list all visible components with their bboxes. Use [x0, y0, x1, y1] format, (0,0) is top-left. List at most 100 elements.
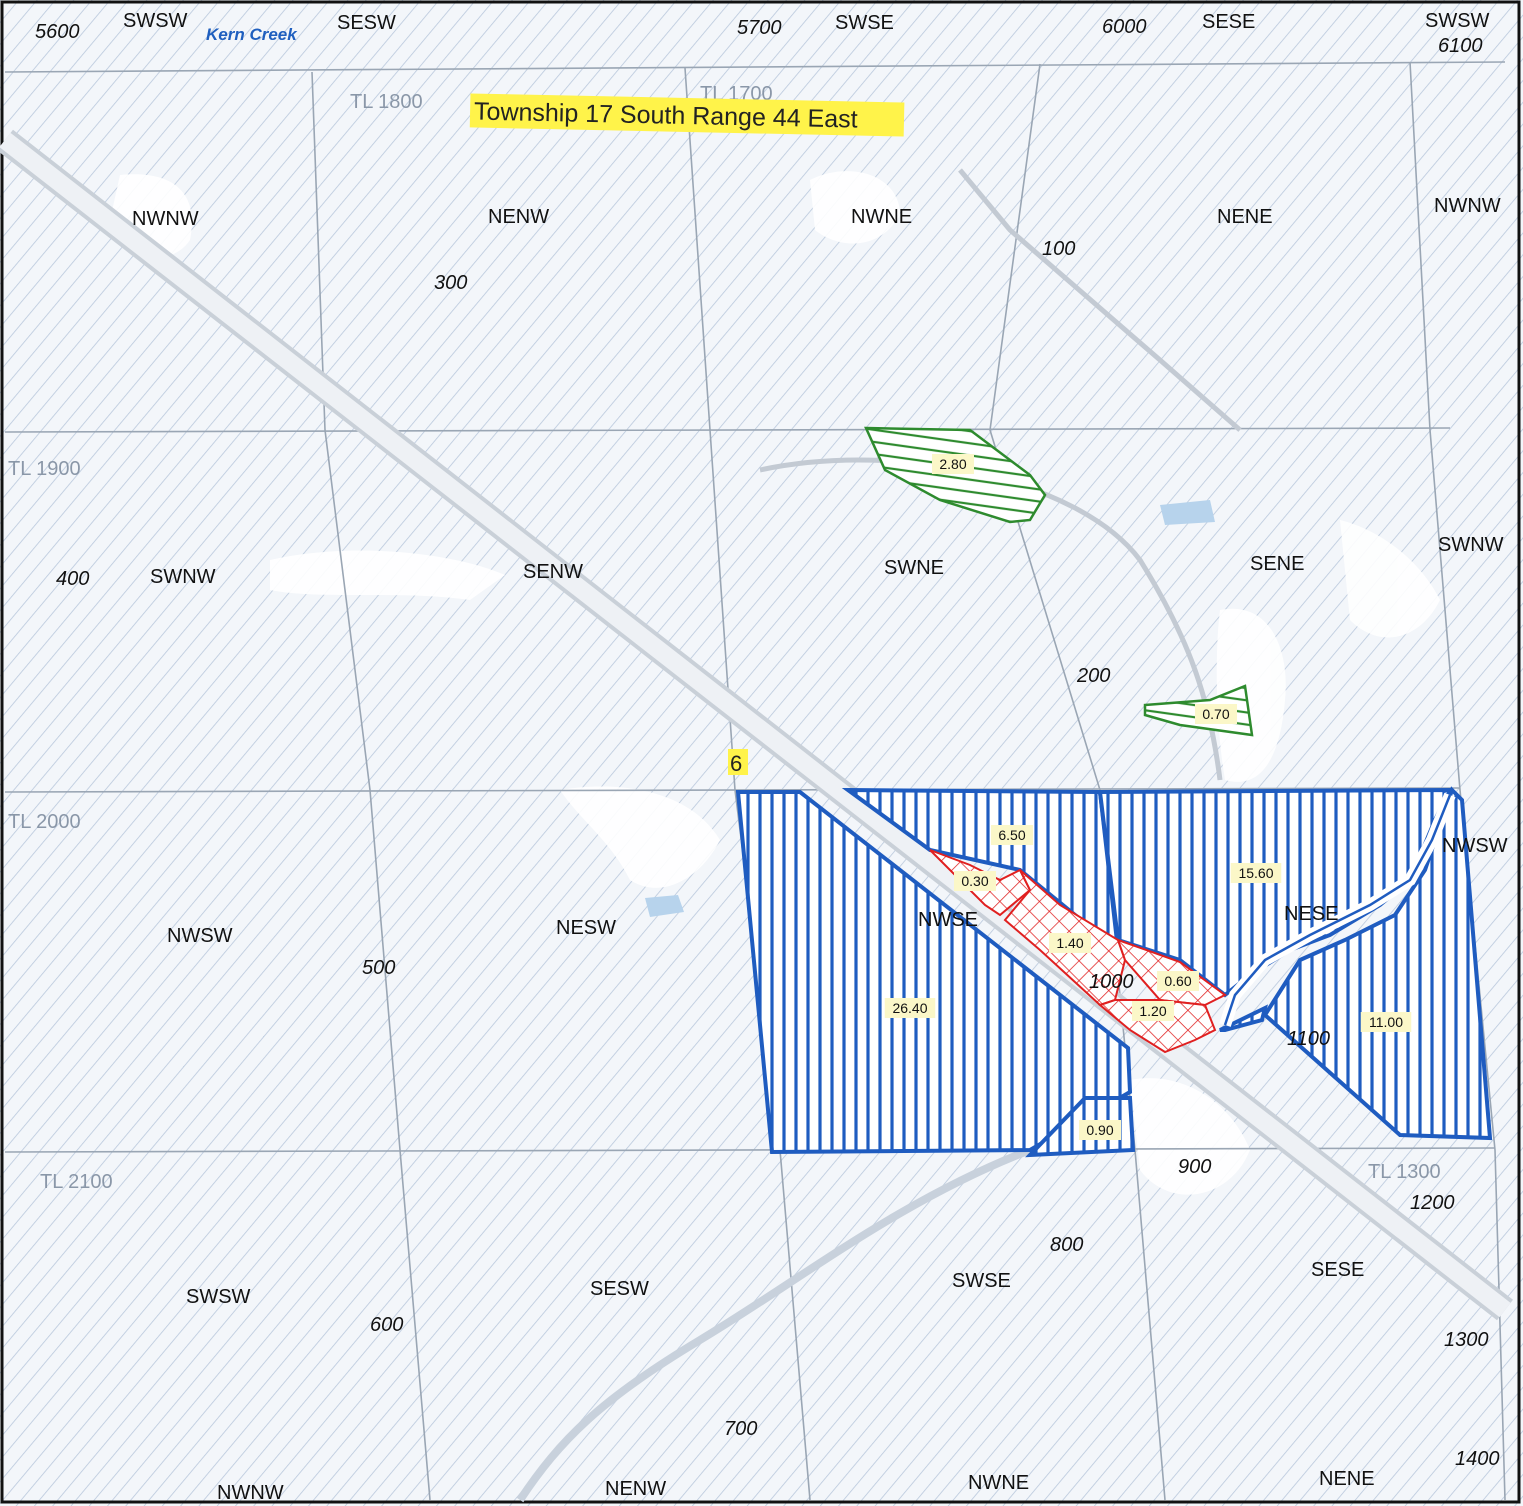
acreage-box: [1079, 1120, 1121, 1140]
quarter-label-q-sese: SESE: [1311, 1259, 1364, 1281]
edge-label-t-5600: 5600: [35, 21, 80, 43]
quarter-label-q-nene: NENE: [1217, 206, 1273, 228]
acreage-value: 11.00: [1369, 1014, 1403, 1030]
acreage-box: [1049, 933, 1091, 953]
title-highlight: [469, 93, 905, 137]
wetland-parcel-2-80[interactable]: [864, 426, 1047, 524]
quarter-label-q-nwse: NWSE: [918, 909, 978, 931]
tax-lot-n-900: 900: [1178, 1156, 1211, 1178]
quarter-label-q-nwne-b: NWNE: [968, 1472, 1029, 1494]
acreage-box: [1195, 704, 1237, 724]
section-lines: [4, 61, 1506, 1501]
quarter-label-q-swnw-e: SWNW: [1438, 534, 1504, 556]
quarter-label-q-nwnw: NWNW: [132, 208, 199, 230]
acreage-value: 15.60: [1238, 865, 1273, 881]
quarter-label-q-nwnw-e: NWNW: [1434, 195, 1501, 217]
acreage-label-a-6-50: 6.50: [991, 825, 1033, 845]
acreage-label-a-26-40: 26.40: [884, 998, 936, 1018]
faint-label-f-tl2100: TL 2100: [40, 1171, 113, 1193]
cleared-areas: [110, 171, 1440, 1195]
quarter-label-q-nwsw-e: NWSW: [1442, 835, 1508, 857]
tax-lot-n-200: 200: [1076, 665, 1110, 687]
tax-lot-n-1200: 1200: [1410, 1192, 1455, 1214]
quarter-label-q-swsw: SWSW: [186, 1286, 251, 1308]
acreage-value: 1.40: [1056, 935, 1083, 951]
section-highlight: [728, 749, 748, 775]
acreage-label-a-0-60: 0.60: [1157, 971, 1199, 991]
section-number: 6: [730, 751, 742, 776]
tax-lot-n-1000: 1000: [1089, 971, 1134, 993]
acreage-value: 1.20: [1139, 1003, 1166, 1019]
tax-lot-n-700: 700: [724, 1418, 757, 1440]
acreage-value: 26.40: [892, 1000, 927, 1016]
faint-label-f-tl1300: TL 1300: [1368, 1161, 1441, 1183]
faint-label-f-tl2000: TL 2000: [8, 811, 81, 833]
tax-lot-n-600: 600: [370, 1314, 403, 1336]
quarter-label-q-senw: SENW: [523, 561, 583, 583]
field-parcel-11-00[interactable]: [1262, 786, 1493, 1141]
township-title: Township 17 South Range 44 East: [469, 93, 905, 137]
tax-lot-n-100: 100: [1042, 238, 1075, 260]
quarter-label-q-sesw: SESW: [590, 1278, 649, 1300]
acreage-value: 6.50: [998, 827, 1025, 843]
disturbed-parcel-1-20[interactable]: [1097, 999, 1217, 1054]
acreage-label-a-0-70: 0.70: [1195, 704, 1237, 724]
acreage-value: 0.60: [1164, 973, 1191, 989]
acreage-box: [1230, 863, 1282, 883]
acreage-label-a-11-00: 11.00: [1360, 1012, 1412, 1032]
quarter-label-q-nenw-b: NENW: [605, 1478, 666, 1500]
tax-lot-n-300: 300: [434, 272, 467, 294]
quarter-label-q-swse: SWSE: [952, 1270, 1011, 1292]
quarter-label-q-nwne: NWNE: [851, 206, 912, 228]
quarter-label-q-nesw: NESW: [556, 917, 616, 939]
quarter-label-q-swnw: SWNW: [150, 566, 216, 588]
creek-label: Kern Creek: [206, 25, 298, 44]
creek-bank: [1223, 794, 1452, 1026]
acreage-value: 0.30: [961, 873, 988, 889]
field-parcel-26-40[interactable]: [735, 790, 1133, 1155]
edge-label-t-swsw2: SWSW: [1425, 10, 1490, 32]
acreage-label-a-0-30: 0.30: [954, 871, 996, 891]
pond-2: [1160, 500, 1215, 525]
quarter-label-q-nwnw-b: NWNW: [217, 1482, 284, 1504]
acreage-label-a-2-80: 2.80: [932, 454, 974, 474]
tax-lot-n-800: 800: [1050, 1234, 1083, 1256]
acreage-label-a-15-60: 15.60: [1230, 863, 1282, 883]
acreage-box: [884, 998, 936, 1018]
creek-channel: [516, 1146, 1032, 1503]
quarter-label-q-nese: NESE: [1284, 903, 1338, 925]
acreage-box: [991, 825, 1033, 845]
acreage-box: [1157, 971, 1199, 991]
quarter-label-q-swne: SWNE: [884, 557, 944, 579]
highway-road: [0, 129, 1513, 1321]
edge-label-t-sesw: SESW: [337, 12, 396, 34]
edge-label-t-5700: 5700: [737, 17, 782, 39]
edge-label-t-swsw: SWSW: [123, 10, 188, 32]
acreage-box: [1132, 1001, 1174, 1021]
acreage-box: [954, 871, 996, 891]
acreage-box: [1360, 1012, 1412, 1032]
quarter-label-q-nwsw: NWSW: [167, 925, 233, 947]
edge-label-t-6100: 6100: [1438, 35, 1483, 57]
quarter-label-q-sene: SENE: [1250, 553, 1304, 575]
tax-lot-n-1400: 1400: [1455, 1448, 1500, 1470]
edge-label-t-6000: 6000: [1102, 16, 1147, 38]
faint-label-f-tl1900: TL 1900: [8, 458, 81, 480]
tax-lot-n-400: 400: [56, 568, 89, 590]
tax-lot-n-1100: 1100: [1287, 1028, 1330, 1050]
acreage-label-a-1-20: 1.20: [1132, 1001, 1174, 1021]
acreage-value: 0.70: [1202, 706, 1229, 722]
acreage-box: [932, 454, 974, 474]
acreage-value: 2.80: [939, 456, 966, 472]
pond-1: [645, 895, 684, 917]
tax-lot-n-500: 500: [362, 957, 395, 979]
acreage-label-a-1-40: 1.40: [1049, 933, 1091, 953]
quarter-label-q-nene-b: NENE: [1319, 1468, 1375, 1490]
tax-lot-n-1300: 1300: [1444, 1329, 1489, 1351]
quarter-label-q-nenw: NENW: [488, 206, 549, 228]
acreage-label-a-0-90: 0.90: [1079, 1120, 1121, 1140]
